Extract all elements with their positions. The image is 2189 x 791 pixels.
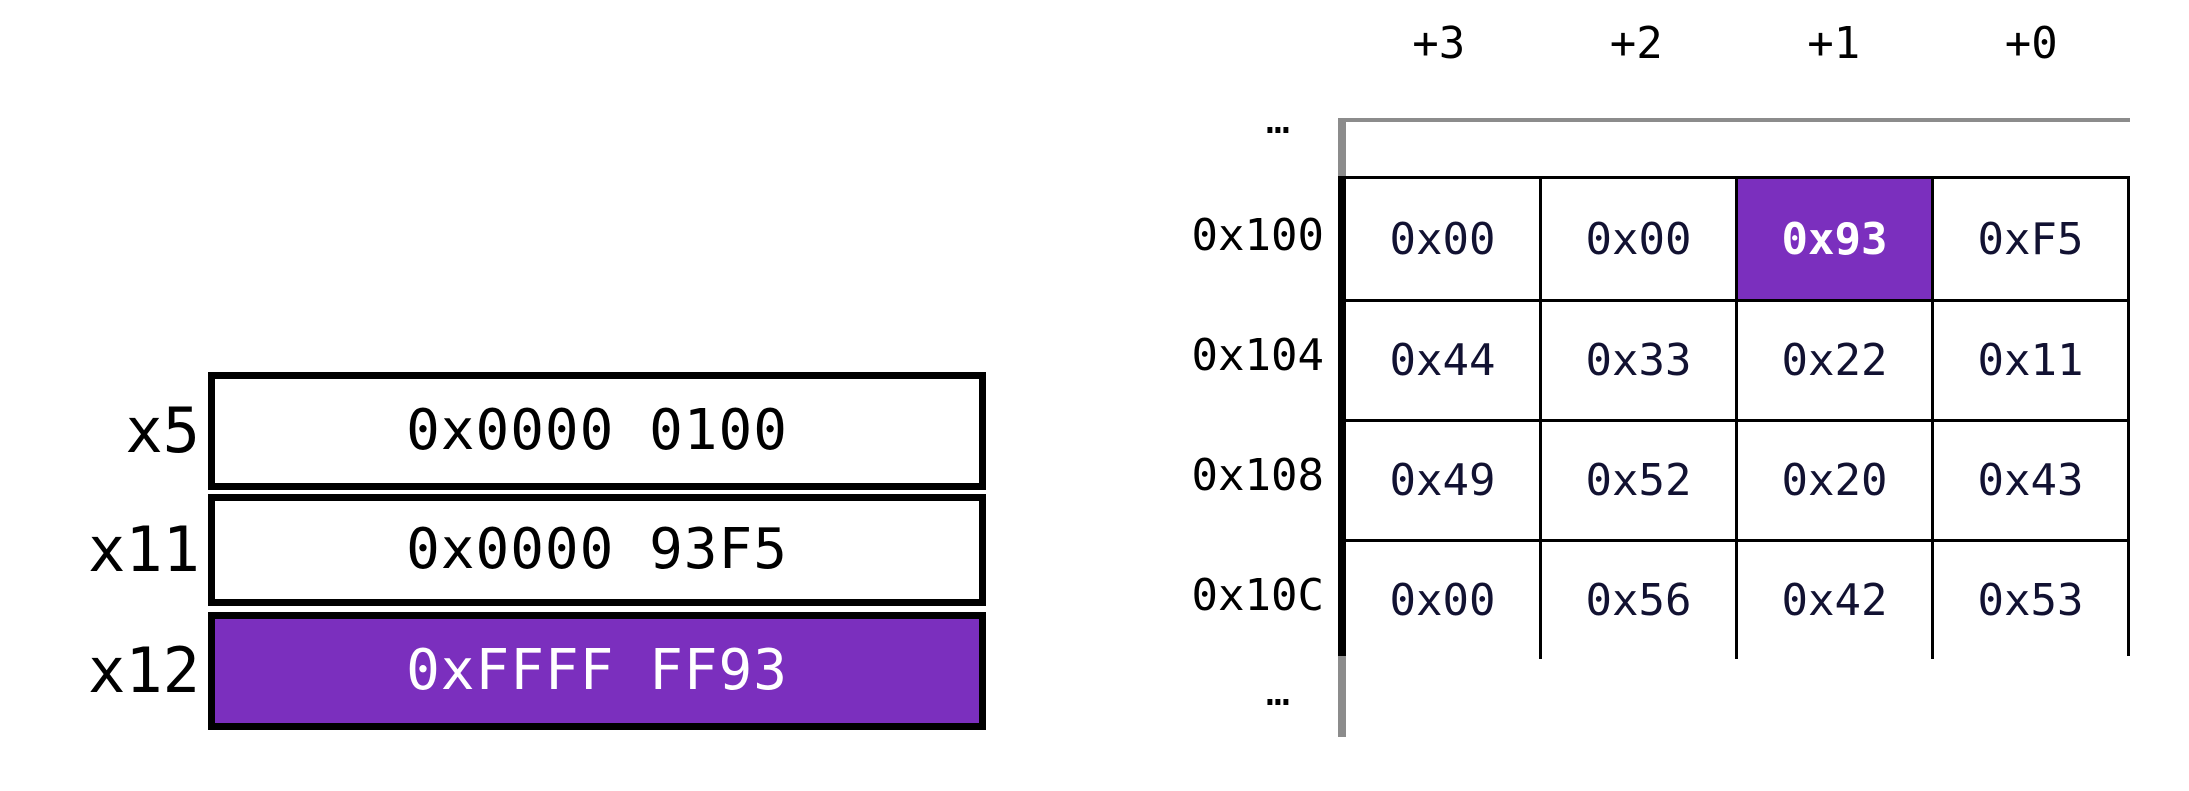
register-box-x12[interactable]: 0xFFFF FF93 (208, 612, 986, 730)
memory-cell-0x103[interactable]: 0x00 (1346, 179, 1539, 299)
memory-column-header-plus3: +3 (1412, 18, 1466, 69)
memory-ellipsis-bottom: … (1265, 669, 1292, 715)
memory-address-0x104: 0x104 (1191, 330, 1324, 381)
memory-cell-0x10B[interactable]: 0x49 (1346, 422, 1539, 539)
memory-table: +3 +2 +1 +0 … … 0x100 0x104 0x108 0x10C … (1100, 0, 2189, 791)
memory-row-0x100: 0x00 0x00 0x93 0xF5 (1346, 179, 2127, 299)
memory-continuation-bottom (1338, 655, 2130, 737)
memory-cell-0x10C[interactable]: 0x53 (1931, 542, 2127, 659)
memory-cell-0x106[interactable]: 0x33 (1539, 302, 1735, 419)
register-row-x11: x11 0x0000 93F5 (0, 494, 1060, 606)
register-label-x5: x5 (125, 394, 200, 467)
register-value-x5: 0x0000 0100 (406, 398, 788, 463)
register-box-x11[interactable]: 0x0000 93F5 (208, 494, 986, 606)
memory-column-header-plus1: +1 (1807, 18, 1861, 69)
memory-cell-0x104[interactable]: 0x11 (1931, 302, 2127, 419)
memory-ellipsis-top: … (1265, 97, 1292, 143)
memory-row-0x108: 0x49 0x52 0x20 0x43 (1346, 419, 2127, 539)
memory-cell-0x108[interactable]: 0x43 (1931, 422, 2127, 539)
memory-cell-0x10A[interactable]: 0x52 (1539, 422, 1735, 539)
memory-column-header-plus0: +0 (2004, 18, 2058, 69)
register-file: x5 0x0000 0100 x11 0x0000 93F5 x12 0xFFF… (0, 372, 1060, 752)
memory-cell-0x109[interactable]: 0x20 (1735, 422, 1931, 539)
memory-row-0x10C: 0x00 0x56 0x42 0x53 (1346, 539, 2127, 659)
memory-cell-0x10D[interactable]: 0x42 (1735, 542, 1931, 659)
memory-cell-0x102[interactable]: 0x00 (1539, 179, 1735, 299)
memory-cell-0x10E[interactable]: 0x56 (1539, 542, 1735, 659)
register-row-x12: x12 0xFFFF FF93 (0, 612, 1060, 730)
memory-column-header-plus2: +2 (1609, 18, 1663, 69)
memory-row-0x104: 0x44 0x33 0x22 0x11 (1346, 299, 2127, 419)
memory-continuation-top (1338, 118, 2130, 178)
memory-cell-0x101[interactable]: 0x93 (1735, 179, 1931, 299)
memory-address-0x10C: 0x10C (1191, 570, 1324, 621)
memory-cell-0x100[interactable]: 0xF5 (1931, 179, 2127, 299)
register-value-x11: 0x0000 93F5 (406, 517, 788, 582)
memory-address-0x100: 0x100 (1191, 210, 1324, 261)
memory-cell-0x107[interactable]: 0x44 (1346, 302, 1539, 419)
memory-address-labels: 0x100 0x104 0x108 0x10C (1100, 176, 1328, 656)
register-row-x5: x5 0x0000 0100 (0, 372, 1060, 490)
register-label-x11: x11 (88, 513, 200, 586)
memory-cell-0x10F[interactable]: 0x00 (1346, 542, 1539, 659)
memory-grid: 0x00 0x00 0x93 0xF5 0x44 0x33 0x22 0x11 … (1338, 176, 2130, 659)
memory-column-headers: +3 +2 +1 +0 (1340, 14, 2130, 74)
memory-address-0x108: 0x108 (1191, 450, 1324, 501)
register-label-x12: x12 (88, 634, 200, 707)
register-value-x12: 0xFFFF FF93 (406, 638, 788, 703)
memory-cell-0x105[interactable]: 0x22 (1735, 302, 1931, 419)
register-box-x5[interactable]: 0x0000 0100 (208, 372, 986, 490)
